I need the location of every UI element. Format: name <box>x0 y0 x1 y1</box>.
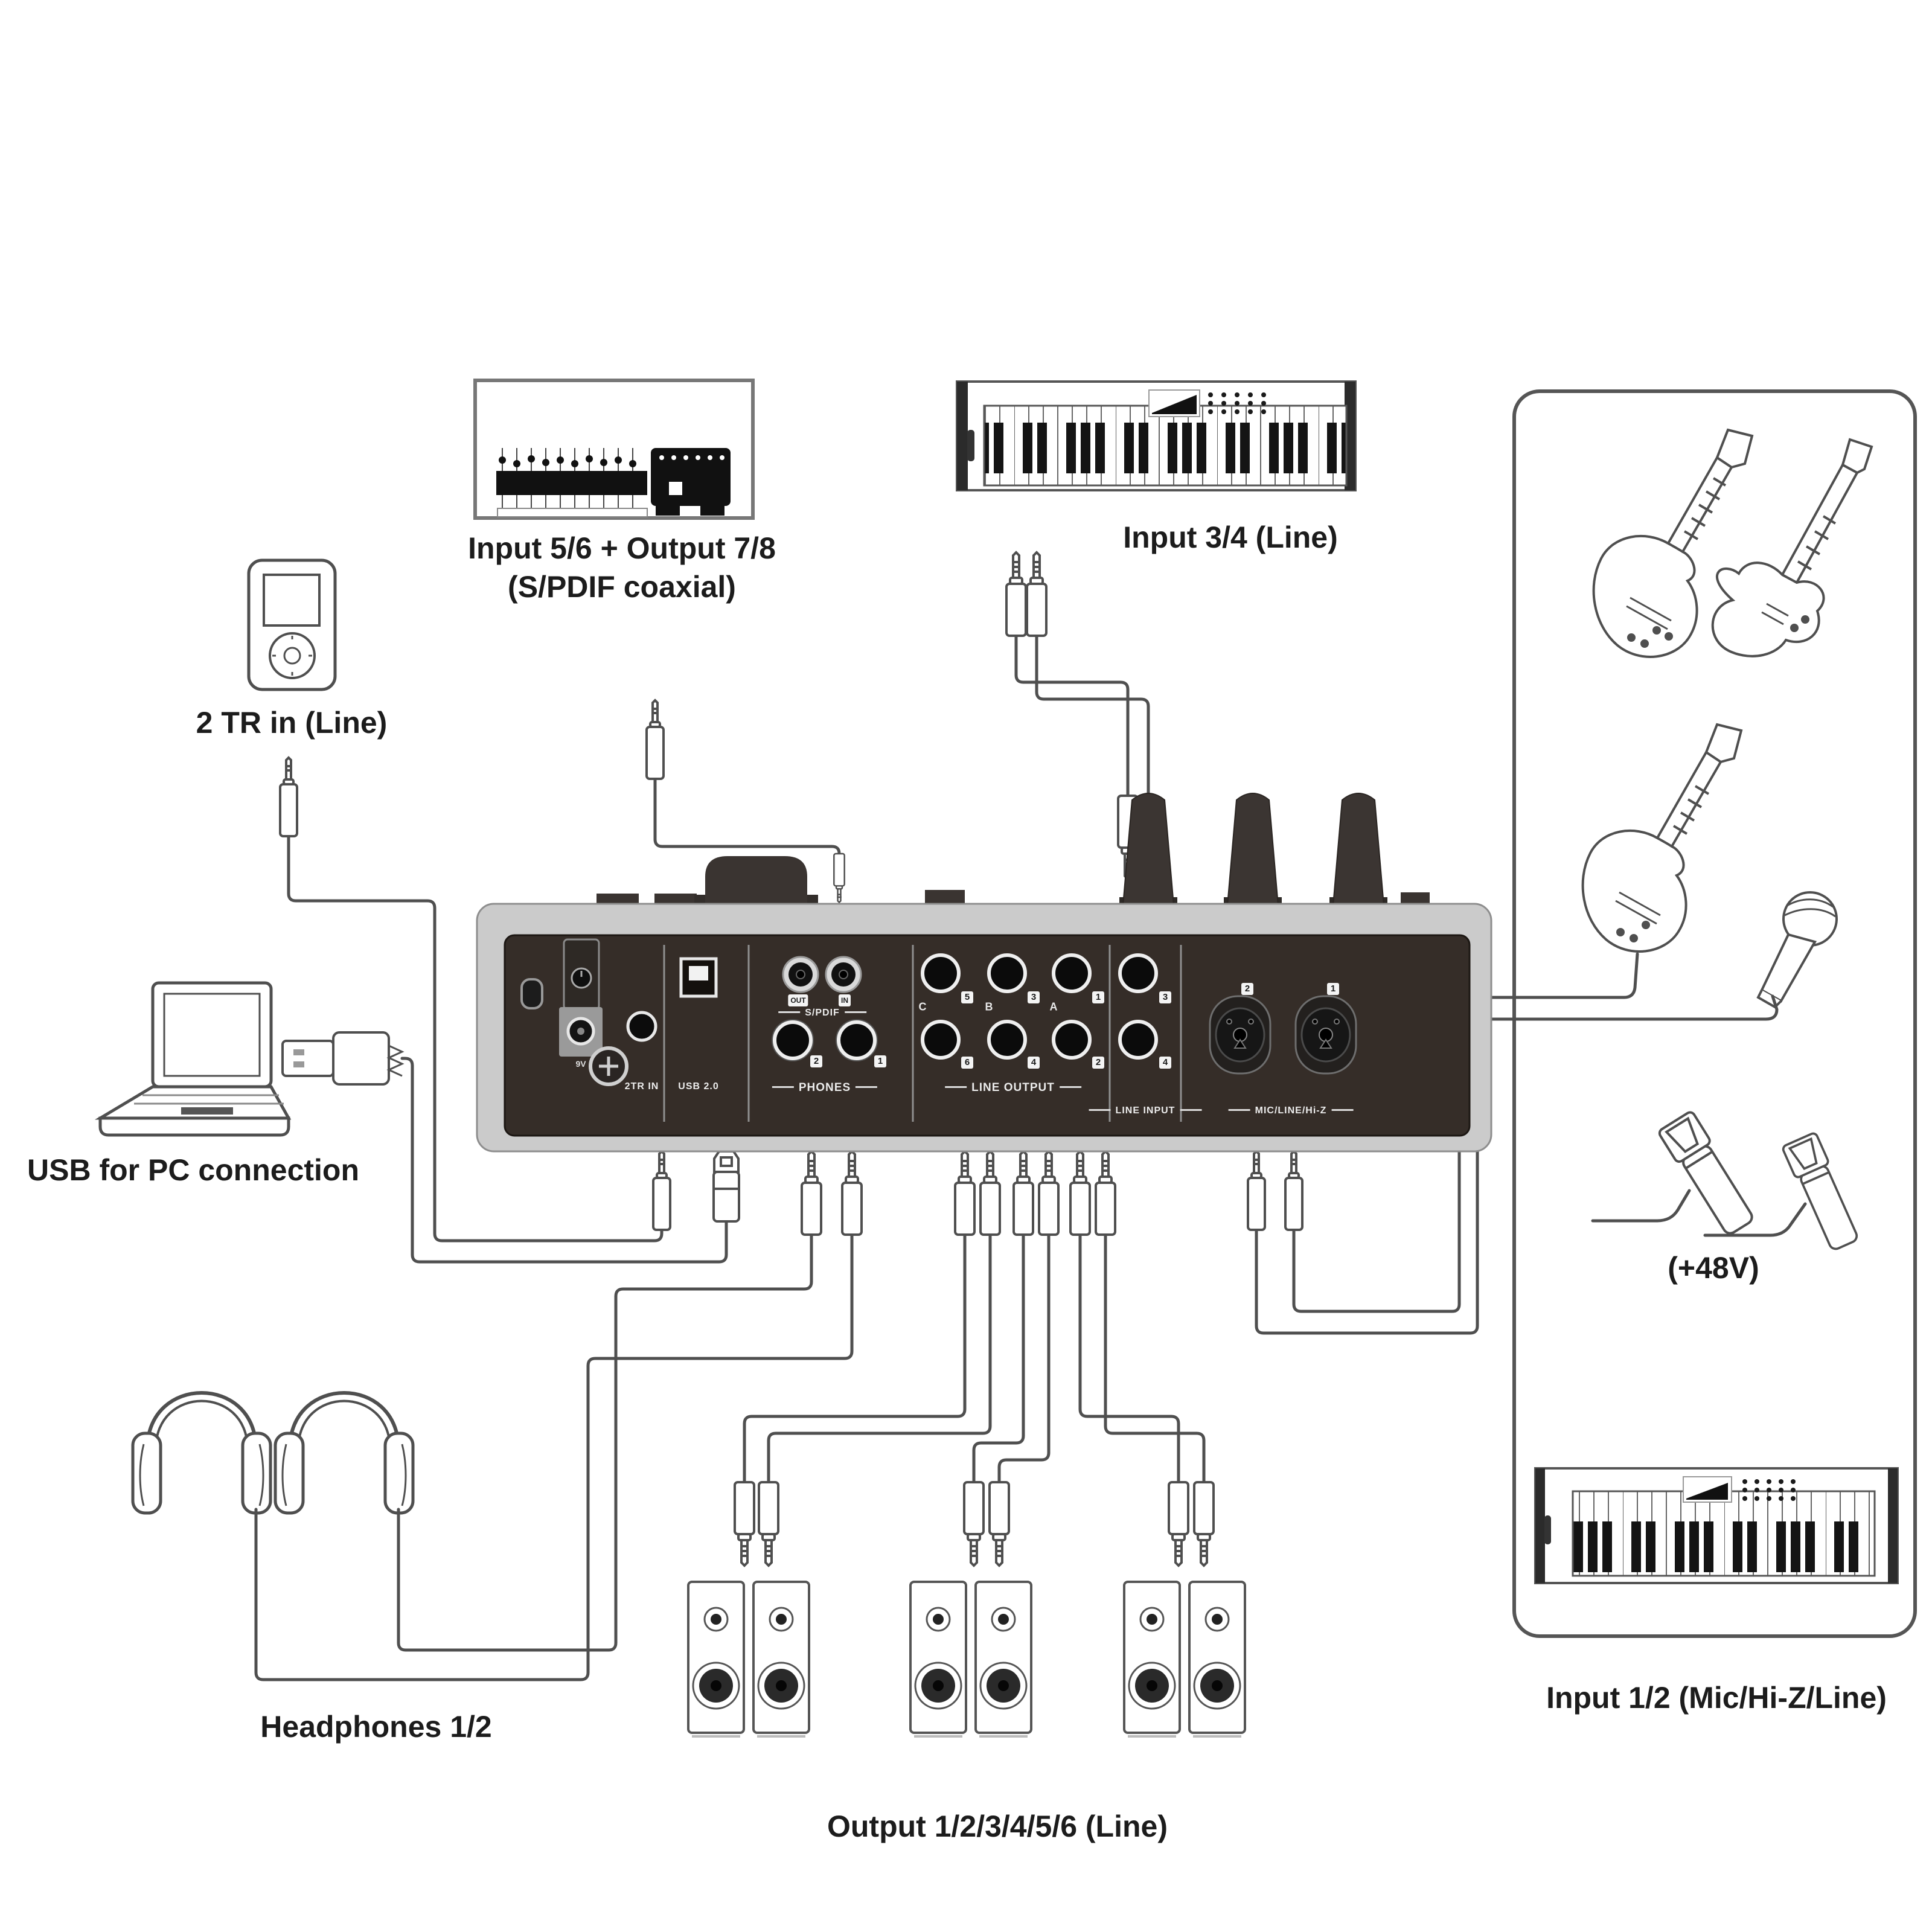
in3-badge: 3 <box>1159 991 1171 1003</box>
phones-jacks <box>772 1019 878 1061</box>
phones-1-badge: 1 <box>874 1055 886 1067</box>
spdif-out-badge: OUT <box>788 994 808 1006</box>
speaker-pair-3 <box>1123 1581 1246 1738</box>
speaker-pair-2 <box>909 1581 1032 1738</box>
speaker-pair-1 <box>687 1581 810 1738</box>
plug-phones-1 <box>841 1150 863 1236</box>
plug-mic-2 <box>1247 1150 1266 1231</box>
cable-out-c2 <box>767 1233 992 1484</box>
cable-2tr <box>287 834 664 1243</box>
cable-in34-2 <box>1035 634 1150 798</box>
audio-interface <box>476 793 1492 1153</box>
group-a-label: A <box>1049 1000 1058 1013</box>
output-label: Output 1/2/3/4/5/6 (Line) <box>827 1809 1168 1843</box>
spdif-device-icon <box>496 448 731 517</box>
mic2-badge: 2 <box>1241 983 1253 995</box>
rear-panel-face <box>504 934 1471 1137</box>
phantom-label: (+48V) <box>1668 1251 1759 1285</box>
spdif-panel-label: S/PDIF <box>773 1008 871 1019</box>
cable-cmic-left <box>1591 1189 1691 1223</box>
mic1-badge: 1 <box>1327 983 1339 995</box>
cable-phones-1 <box>397 1233 813 1652</box>
combo-jack-1 <box>1294 995 1357 1075</box>
cable-out-b2 <box>997 1233 1051 1484</box>
keyboard-plug-pair-up <box>1005 551 1048 637</box>
spdif-device-box <box>473 379 755 520</box>
media-player-icon <box>247 558 337 691</box>
cable-mic-1 <box>1255 994 1779 1335</box>
phones-2-badge: 2 <box>810 1055 822 1067</box>
spdif-out-jack <box>782 956 819 993</box>
cable-mic-2 <box>1292 952 1639 1313</box>
mini-plug-ipod-end <box>279 756 298 837</box>
voltage-label: 9V <box>575 1059 586 1069</box>
les-paul-guitar-icon <box>1592 428 1754 658</box>
cables <box>254 634 1807 1681</box>
group-b-label: B <box>985 1000 993 1013</box>
plug-usb-panel <box>712 1150 740 1223</box>
usb-plug-icon <box>281 1031 405 1086</box>
midi-keyboard-bottom-icon <box>1534 1467 1899 1584</box>
cable-spdif <box>653 777 841 856</box>
headphones-2-icon <box>275 1393 413 1513</box>
plug-mic-1 <box>1284 1150 1303 1231</box>
screw <box>589 1046 629 1086</box>
usb-pc-label: USB for PC connection <box>27 1153 360 1187</box>
spdif-label-line1: Input 5/6 + Output 7/8 <box>468 531 776 565</box>
out2-badge: 2 <box>1092 1057 1104 1069</box>
spdif-in-jack <box>825 956 862 993</box>
usb-panel-label: USB 2.0 <box>678 1081 719 1092</box>
cable-cmic-right <box>1703 1202 1807 1237</box>
strat-guitar-icon <box>1711 438 1873 657</box>
cable-out-a1 <box>1078 1233 1180 1484</box>
cable-usb <box>400 1057 728 1264</box>
mic-panel-label: MIC/LINE/Hi-Z <box>1224 1105 1358 1116</box>
2tr-label: 2 TR in (Line) <box>196 706 388 740</box>
cable-out-b1 <box>972 1233 1025 1484</box>
headphones-label: Headphones 1/2 <box>260 1710 492 1744</box>
out3-badge: 3 <box>1028 991 1040 1003</box>
input12-box <box>1512 389 1917 1638</box>
headphones-1-icon <box>133 1393 270 1513</box>
line-input-panel-label: LINE INPUT <box>1084 1105 1207 1116</box>
line-output-panel-label: LINE OUTPUT <box>940 1081 1086 1095</box>
input12-label: Input 1/2 (Mic/Hi-Z/Line) <box>1546 1681 1887 1715</box>
line-input-jacks <box>1118 953 1158 1060</box>
out1-badge: 1 <box>1092 991 1104 1003</box>
cable-out-a2 <box>1104 1233 1206 1484</box>
plug-phones-2 <box>801 1150 822 1236</box>
out5-badge: 5 <box>961 991 973 1003</box>
dc-power-jack <box>559 1007 603 1057</box>
out4-badge: 4 <box>1028 1057 1040 1069</box>
combo-jack-2 <box>1209 995 1271 1075</box>
les-paul-guitar2-icon <box>1581 723 1743 953</box>
spdif-label-line2: (S/PDIF coaxial) <box>508 570 736 604</box>
in4-badge: 4 <box>1159 1057 1171 1069</box>
mini-plug-spdif-end <box>645 699 665 780</box>
group-c-label: C <box>918 1000 927 1013</box>
top-knobs <box>597 793 1430 907</box>
spdif-in-badge: IN <box>839 994 851 1006</box>
midi-keyboard-top-icon <box>956 380 1357 491</box>
2tr-in-panel-label: 2TR IN <box>624 1081 659 1092</box>
power-switch <box>563 938 600 1011</box>
input34-label: Input 3/4 (Line) <box>1123 520 1338 554</box>
cable-out-c1 <box>743 1233 967 1484</box>
line-output-jacks <box>921 953 1092 1060</box>
cable-in34-1 <box>1014 634 1130 798</box>
kensington-slot <box>520 978 543 1009</box>
plug-2tr-panel <box>652 1150 671 1231</box>
2tr-in-jack <box>626 1011 657 1042</box>
out6-badge: 6 <box>961 1057 973 1069</box>
cable-phones-2 <box>254 1233 854 1681</box>
phones-panel-label: PHONES <box>767 1081 882 1095</box>
dynamic-mic-icon <box>1756 891 1838 1009</box>
laptop-icon <box>94 981 292 1137</box>
usb-port <box>679 957 718 998</box>
spdif-panel-plug <box>834 854 844 903</box>
